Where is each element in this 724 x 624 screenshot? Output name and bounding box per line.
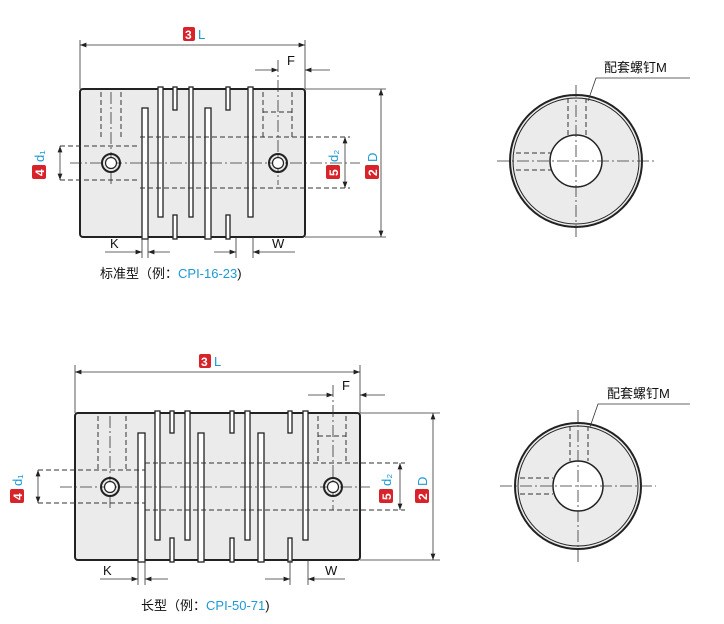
label-W: W <box>325 563 338 578</box>
badge-d2-number: 5 <box>327 169 341 176</box>
screw-label: 配套螺钉M <box>607 386 670 401</box>
label-K: K <box>103 563 112 578</box>
screw-label: 配套螺钉M <box>604 60 667 75</box>
label-d1: d₁ <box>10 474 25 486</box>
label-d2: d₂ <box>379 474 394 486</box>
label-d1: d₁ <box>32 150 47 162</box>
label-d2: d₂ <box>326 150 341 162</box>
label-L: L <box>198 27 205 42</box>
long-end-view: 配套螺钉M <box>500 386 690 565</box>
badge-D-number: 2 <box>366 169 380 176</box>
badge-D-number: 2 <box>416 493 430 500</box>
label-F: F <box>342 378 350 393</box>
label-D: D <box>365 153 380 162</box>
long-side-view: 3 L F 2 D 5 d₂ 4 d₁ K <box>10 354 440 613</box>
standard-end-view: 配套螺钉M <box>497 60 690 240</box>
standard-side-view: 3 L F 2 D 5 d₂ 4 d₁ K <box>32 27 386 281</box>
label-W: W <box>272 236 285 251</box>
caption-standard: 标准型（例：CPI-16-23) <box>100 266 242 281</box>
caption-long: 长型（例：CPI-50-71) <box>141 598 270 613</box>
badge-L-number: 3 <box>185 28 192 42</box>
badge-d1-number: 4 <box>33 169 47 176</box>
badge-L-number: 3 <box>201 355 208 369</box>
label-F: F <box>287 53 295 68</box>
label-K: K <box>110 236 119 251</box>
label-D: D <box>415 477 430 486</box>
badge-d1-number: 4 <box>11 493 25 500</box>
badge-d2-number: 5 <box>380 493 394 500</box>
label-L: L <box>214 354 221 369</box>
badge-L <box>183 27 195 41</box>
